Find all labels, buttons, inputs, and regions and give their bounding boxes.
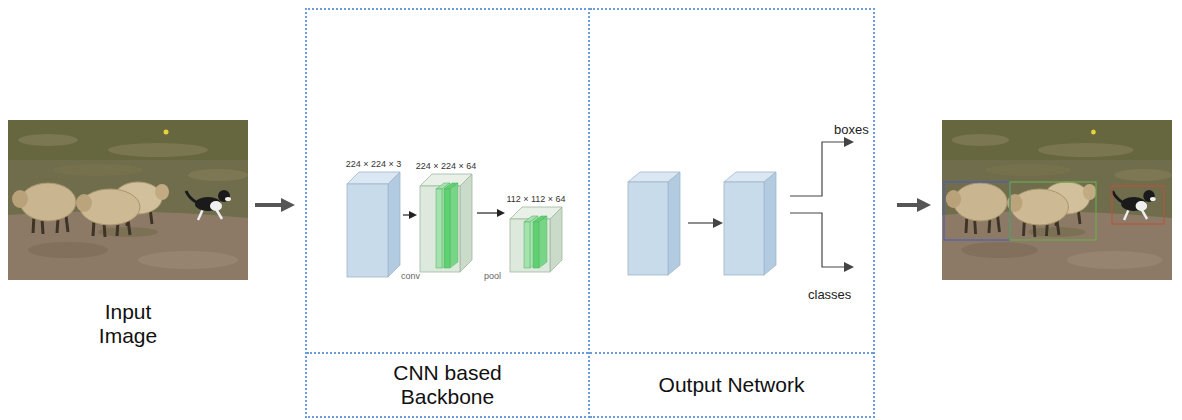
network-arrow: [688, 142, 845, 267]
tensor-drawing: [510, 207, 562, 272]
output-photo: [942, 120, 1172, 280]
block-side: [550, 207, 562, 272]
feature-slab: [436, 189, 442, 268]
region-label: Output Network: [659, 373, 805, 397]
network-arrow: [688, 222, 714, 223]
output-photo: [944, 182, 1010, 240]
output-region: Output Network: [590, 8, 875, 418]
output-network-block: [628, 182, 668, 275]
output-network-block: [628, 172, 776, 275]
image-caption: Input Image: [83, 300, 173, 348]
flow-arrow: [897, 203, 919, 207]
network-arrow: [790, 213, 845, 267]
feature-slab: [450, 183, 458, 268]
tensor-block: 224 × 224 × 64: [420, 174, 472, 272]
output-photo: [944, 182, 1164, 240]
feature-slab: [524, 222, 530, 268]
output-label: boxes: [834, 122, 869, 137]
feature-slab: [442, 183, 450, 268]
output-label: classes: [808, 287, 851, 302]
dimension-label: 224 × 224 × 3: [346, 159, 402, 169]
operation-label: conv: [401, 271, 420, 281]
tensor-block: 112 × 112 × 64: [510, 207, 562, 272]
feature-slab: [530, 216, 538, 268]
dimension-label: 224 × 224 × 64: [416, 161, 477, 171]
output-network-block: [764, 172, 776, 275]
block-front: [347, 184, 388, 277]
input-photo: [8, 120, 248, 280]
tensor-drawing: [420, 174, 472, 272]
flow-arrow: [897, 205, 919, 206]
layer-arrow: [403, 214, 410, 215]
block-side: [388, 172, 400, 277]
output-photo: [1112, 186, 1164, 224]
layer-arrow: [477, 212, 498, 213]
region-label-cell: Output Network: [590, 352, 873, 416]
output-photo: [1010, 182, 1096, 240]
tensor-drawing: [347, 172, 400, 277]
tensor-block: 224 × 224 × 3: [347, 172, 400, 277]
feature-slab: [539, 216, 547, 268]
backbone-region: 224 × 224 × 3 224 × 224 × 64 112 × 112 × 6…: [305, 8, 590, 418]
output-network-block: [724, 182, 764, 275]
input-image: Input Image: [8, 120, 248, 280]
feature-slab: [444, 189, 450, 268]
feature-slab: [533, 222, 539, 268]
output-photo: [942, 120, 1172, 280]
network-arrow: [790, 142, 845, 196]
input-photo: [8, 120, 248, 280]
dimension-label: 112 × 112 × 64: [506, 194, 565, 204]
region-label: CNN based Backbone: [373, 361, 523, 409]
output-network-block: [668, 172, 680, 275]
caption-holder: Input Image: [8, 300, 248, 348]
operation-label: pool: [484, 271, 501, 281]
region-label-cell: CNN based Backbone: [307, 352, 588, 416]
flow-arrow: [255, 203, 283, 207]
block-side: [460, 174, 472, 272]
